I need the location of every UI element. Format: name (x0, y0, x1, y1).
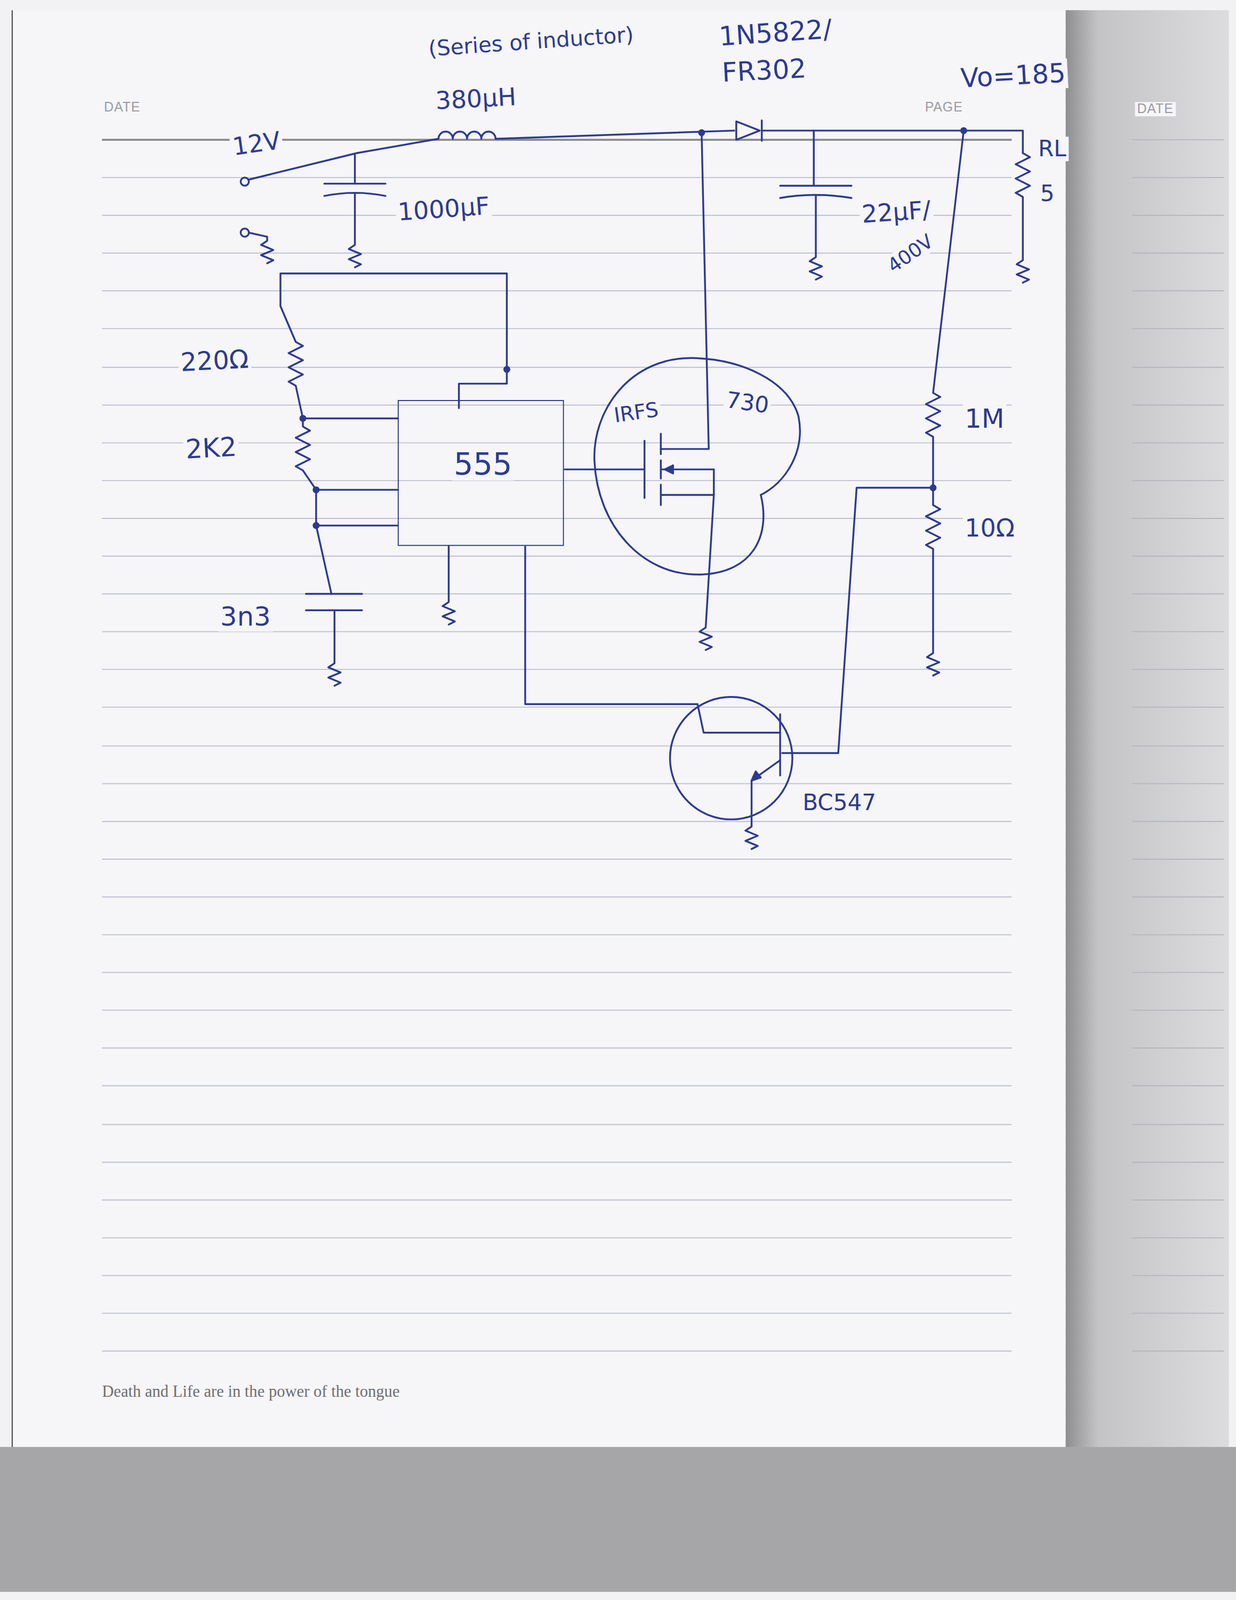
scanner-band (0, 1446, 1236, 1592)
emitter-arrow (751, 771, 761, 781)
footer-motto: Death and Life are in the power of the t… (99, 1382, 402, 1401)
circuit-wiring (240, 120, 1030, 849)
page-edge (11, 10, 13, 1447)
signal-wire (564, 468, 590, 470)
source-ground (699, 494, 714, 650)
signal-wire (525, 546, 669, 705)
inductance-value: 380µH (432, 83, 519, 116)
input-terminal (240, 228, 249, 237)
output-voltage: Vo=185 (957, 58, 1069, 93)
capacitor-symbol (306, 594, 363, 686)
inductor-symbol (438, 131, 496, 139)
diode-symbol (736, 121, 760, 140)
resistor-label: RL (1036, 136, 1069, 162)
part-name: 555 (451, 446, 515, 481)
resistor-value: 220Ω (177, 344, 252, 377)
outline-path (594, 357, 801, 575)
ic-pin (459, 369, 508, 409)
mosfet-circle: IRFS 730 (589, 349, 808, 581)
input-terminal (240, 177, 249, 186)
ruled-lines (101, 177, 1012, 1351)
outline-ellipse (670, 696, 793, 820)
left-page (12, 10, 1067, 1447)
resistor-value: 10Ω (962, 515, 1017, 542)
ic-ground-pin (442, 546, 455, 625)
part-name: BC547 (800, 790, 878, 816)
header-field: PAGE (923, 100, 966, 115)
right-page-lines (1132, 139, 1224, 1351)
junction-dot (313, 487, 319, 493)
resistor-value: 2K2 (182, 431, 240, 464)
ic-box: 555 (397, 399, 565, 547)
ground-symbol (249, 232, 274, 263)
capacitor-symbol (780, 130, 852, 280)
header-field: DATE (1135, 101, 1176, 117)
right-page (1065, 10, 1230, 1447)
junction-dot (313, 523, 319, 529)
resistor-value: 1M (962, 404, 1007, 434)
capacitor-value: 22µF/ (859, 196, 934, 229)
switch-node-wire (495, 130, 735, 139)
transistor-symbol (668, 703, 781, 849)
base-wire (782, 487, 934, 753)
capacitor-value: 3n3 (218, 602, 273, 632)
resistor-symbol (1015, 153, 1031, 283)
input-voltage: 12V (228, 126, 285, 162)
mosfet-arrow (664, 464, 673, 473)
part-number: 730 (722, 387, 773, 419)
note-text: (Series of inductor) (425, 23, 637, 62)
header-field: DATE (101, 100, 143, 115)
mosfet-circle-outline (589, 349, 808, 581)
part-name: IRFS (610, 397, 662, 427)
capacitor-value: 1000µF (395, 192, 493, 227)
transistor-circle: BC547 (668, 693, 905, 827)
junction-dot (300, 415, 306, 422)
capacitor-symbol (324, 155, 386, 268)
voltage-rating: 400V (881, 229, 939, 278)
output-rail (761, 130, 1024, 154)
part-number: 1N5822/ (716, 14, 836, 52)
resistor-value: 5 (1038, 181, 1057, 207)
drain-wire (660, 132, 709, 449)
part-number: FR302 (719, 53, 809, 88)
mosfet-symbol (589, 433, 714, 505)
